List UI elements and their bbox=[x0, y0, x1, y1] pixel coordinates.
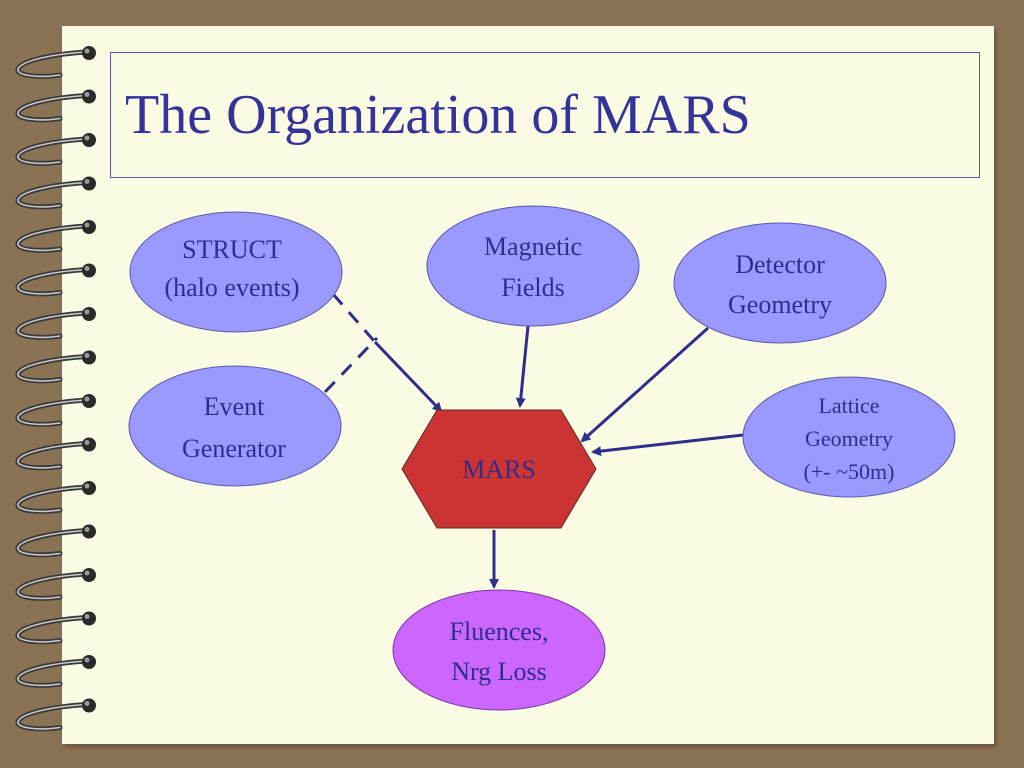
node-magnetic-fields-line1: Magnetic bbox=[484, 232, 582, 261]
node-event-generator: Event Generator bbox=[128, 365, 342, 487]
binding-ring bbox=[15, 655, 96, 688]
node-detector-geometry: Detector Geometry bbox=[673, 222, 887, 344]
node-struct: STRUCT (halo events) bbox=[129, 211, 343, 333]
edge-lattice-to-mars bbox=[591, 433, 744, 457]
edge-struct-dashed bbox=[331, 293, 377, 343]
binding-ring bbox=[15, 350, 96, 384]
node-detector-geometry-line1: Detector bbox=[735, 250, 825, 279]
binding-ring bbox=[15, 176, 96, 210]
page-title: The Organization of MARS bbox=[125, 84, 751, 146]
binding-ring bbox=[15, 220, 96, 253]
binding-ring bbox=[15, 263, 96, 297]
edge-struct-to-mars bbox=[373, 340, 443, 413]
binding-ring bbox=[15, 481, 96, 514]
edge-detector-to-mars bbox=[580, 326, 710, 443]
node-mars: MARS bbox=[401, 409, 597, 529]
binding-ring bbox=[15, 437, 96, 471]
binding-ring bbox=[15, 698, 96, 732]
node-fluences: Fluences, Nrg Loss bbox=[392, 589, 606, 711]
node-lattice-geometry-line3: (+- ~50m) bbox=[804, 459, 895, 484]
node-lattice-geometry-line1: Lattice bbox=[818, 393, 879, 418]
node-magnetic-fields: Magnetic Fields bbox=[426, 205, 640, 327]
binding-ring bbox=[15, 611, 96, 645]
node-lattice-geometry-line2: Geometry bbox=[805, 426, 893, 451]
node-fluences-line2: Nrg Loss bbox=[451, 657, 547, 686]
edge-event-generator-dashed bbox=[323, 336, 379, 394]
binding-ring bbox=[15, 524, 96, 558]
node-struct-line2: (halo events) bbox=[164, 273, 299, 302]
binding-ring bbox=[15, 568, 96, 601]
title-box: The Organization of MARS bbox=[110, 52, 980, 178]
binding-ring bbox=[15, 133, 96, 166]
node-mars-label: MARS bbox=[462, 455, 536, 484]
binding-ring bbox=[15, 394, 96, 427]
node-lattice-geometry: Lattice Geometry (+- ~50m) bbox=[742, 376, 956, 498]
node-fluences-line1: Fluences, bbox=[450, 617, 549, 646]
binding-ring bbox=[15, 89, 96, 123]
binding-ring bbox=[15, 307, 96, 340]
node-event-generator-line1: Event bbox=[204, 392, 265, 421]
binding-ring bbox=[15, 46, 96, 79]
edge-magnetic-to-mars bbox=[515, 325, 530, 408]
node-magnetic-fields-line2: Fields bbox=[501, 273, 565, 302]
node-detector-geometry-line2: Geometry bbox=[728, 290, 832, 319]
node-struct-line1: STRUCT bbox=[182, 235, 282, 264]
node-event-generator-line2: Generator bbox=[182, 434, 286, 463]
